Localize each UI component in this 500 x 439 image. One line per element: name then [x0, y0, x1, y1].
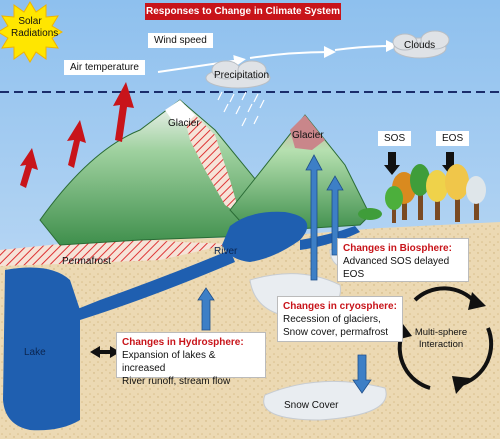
cryosphere-line2: Snow cover, permafrost	[283, 327, 389, 338]
snow-cover-label: Snow Cover	[284, 400, 339, 411]
hydrosphere-line2: River runoff, stream flow	[122, 376, 231, 387]
river-pool	[222, 211, 308, 262]
permafrost-layer	[0, 238, 230, 266]
biosphere-line1: Advanced SOS delayed	[343, 256, 450, 267]
biosphere-line2: EOS	[343, 269, 365, 280]
precipitation-label: Precipitation	[214, 70, 270, 81]
lake	[3, 267, 80, 431]
hydrosphere-box: Changes in Hydrosphere: Expansion of lak…	[116, 332, 266, 387]
wind-arrows	[157, 40, 398, 73]
sos-label: SOS	[378, 131, 412, 146]
wind-speed-label: Wind speed	[148, 33, 213, 48]
river-label: River	[214, 246, 238, 257]
glacier-right-ice	[290, 115, 325, 150]
sun-label: Solar Radiations	[11, 16, 59, 39]
temperature-arrows	[20, 82, 134, 188]
rain-cloud-icon	[205, 60, 271, 89]
air-temperature-label: Air temperature	[64, 60, 145, 75]
biosphere-heading: Changes in Biosphere:	[343, 243, 452, 254]
trees	[358, 164, 486, 223]
cryosphere-box: Changes in cryosphere: Recession of glac…	[277, 296, 403, 342]
hydrosphere-line1: Expansion of lakes & increased	[122, 350, 216, 374]
biosphere-box: Changes in Biosphere: Advanced SOS delay…	[337, 238, 469, 282]
hydrosphere-heading: Changes in Hydrosphere:	[122, 337, 244, 348]
multisphere-label: Multi-sphere Interaction	[414, 327, 468, 350]
cryosphere-line1: Recession of glaciers,	[283, 314, 381, 325]
sun-icon	[0, 1, 63, 63]
glacier-left-snow	[165, 100, 195, 125]
lake-box-arrow	[90, 346, 120, 358]
cryosphere-arrows	[197, 154, 372, 394]
glacier-left-label: Glacier	[168, 118, 200, 129]
glacier-hatch-left	[180, 100, 240, 215]
glacier-right-label: Glacier	[292, 130, 324, 141]
rain-drops	[217, 91, 265, 127]
diagram-title: Responses to Change in Climate System	[145, 3, 341, 20]
permafrost-label: Permafrost	[62, 256, 111, 267]
river-channel	[70, 250, 235, 320]
eos-label: EOS	[436, 131, 470, 146]
cryosphere-heading: Changes in cryosphere:	[283, 301, 397, 312]
lake-label: Lake	[24, 347, 46, 358]
clouds-label: Clouds	[404, 40, 436, 51]
cloud-icon	[392, 30, 450, 59]
